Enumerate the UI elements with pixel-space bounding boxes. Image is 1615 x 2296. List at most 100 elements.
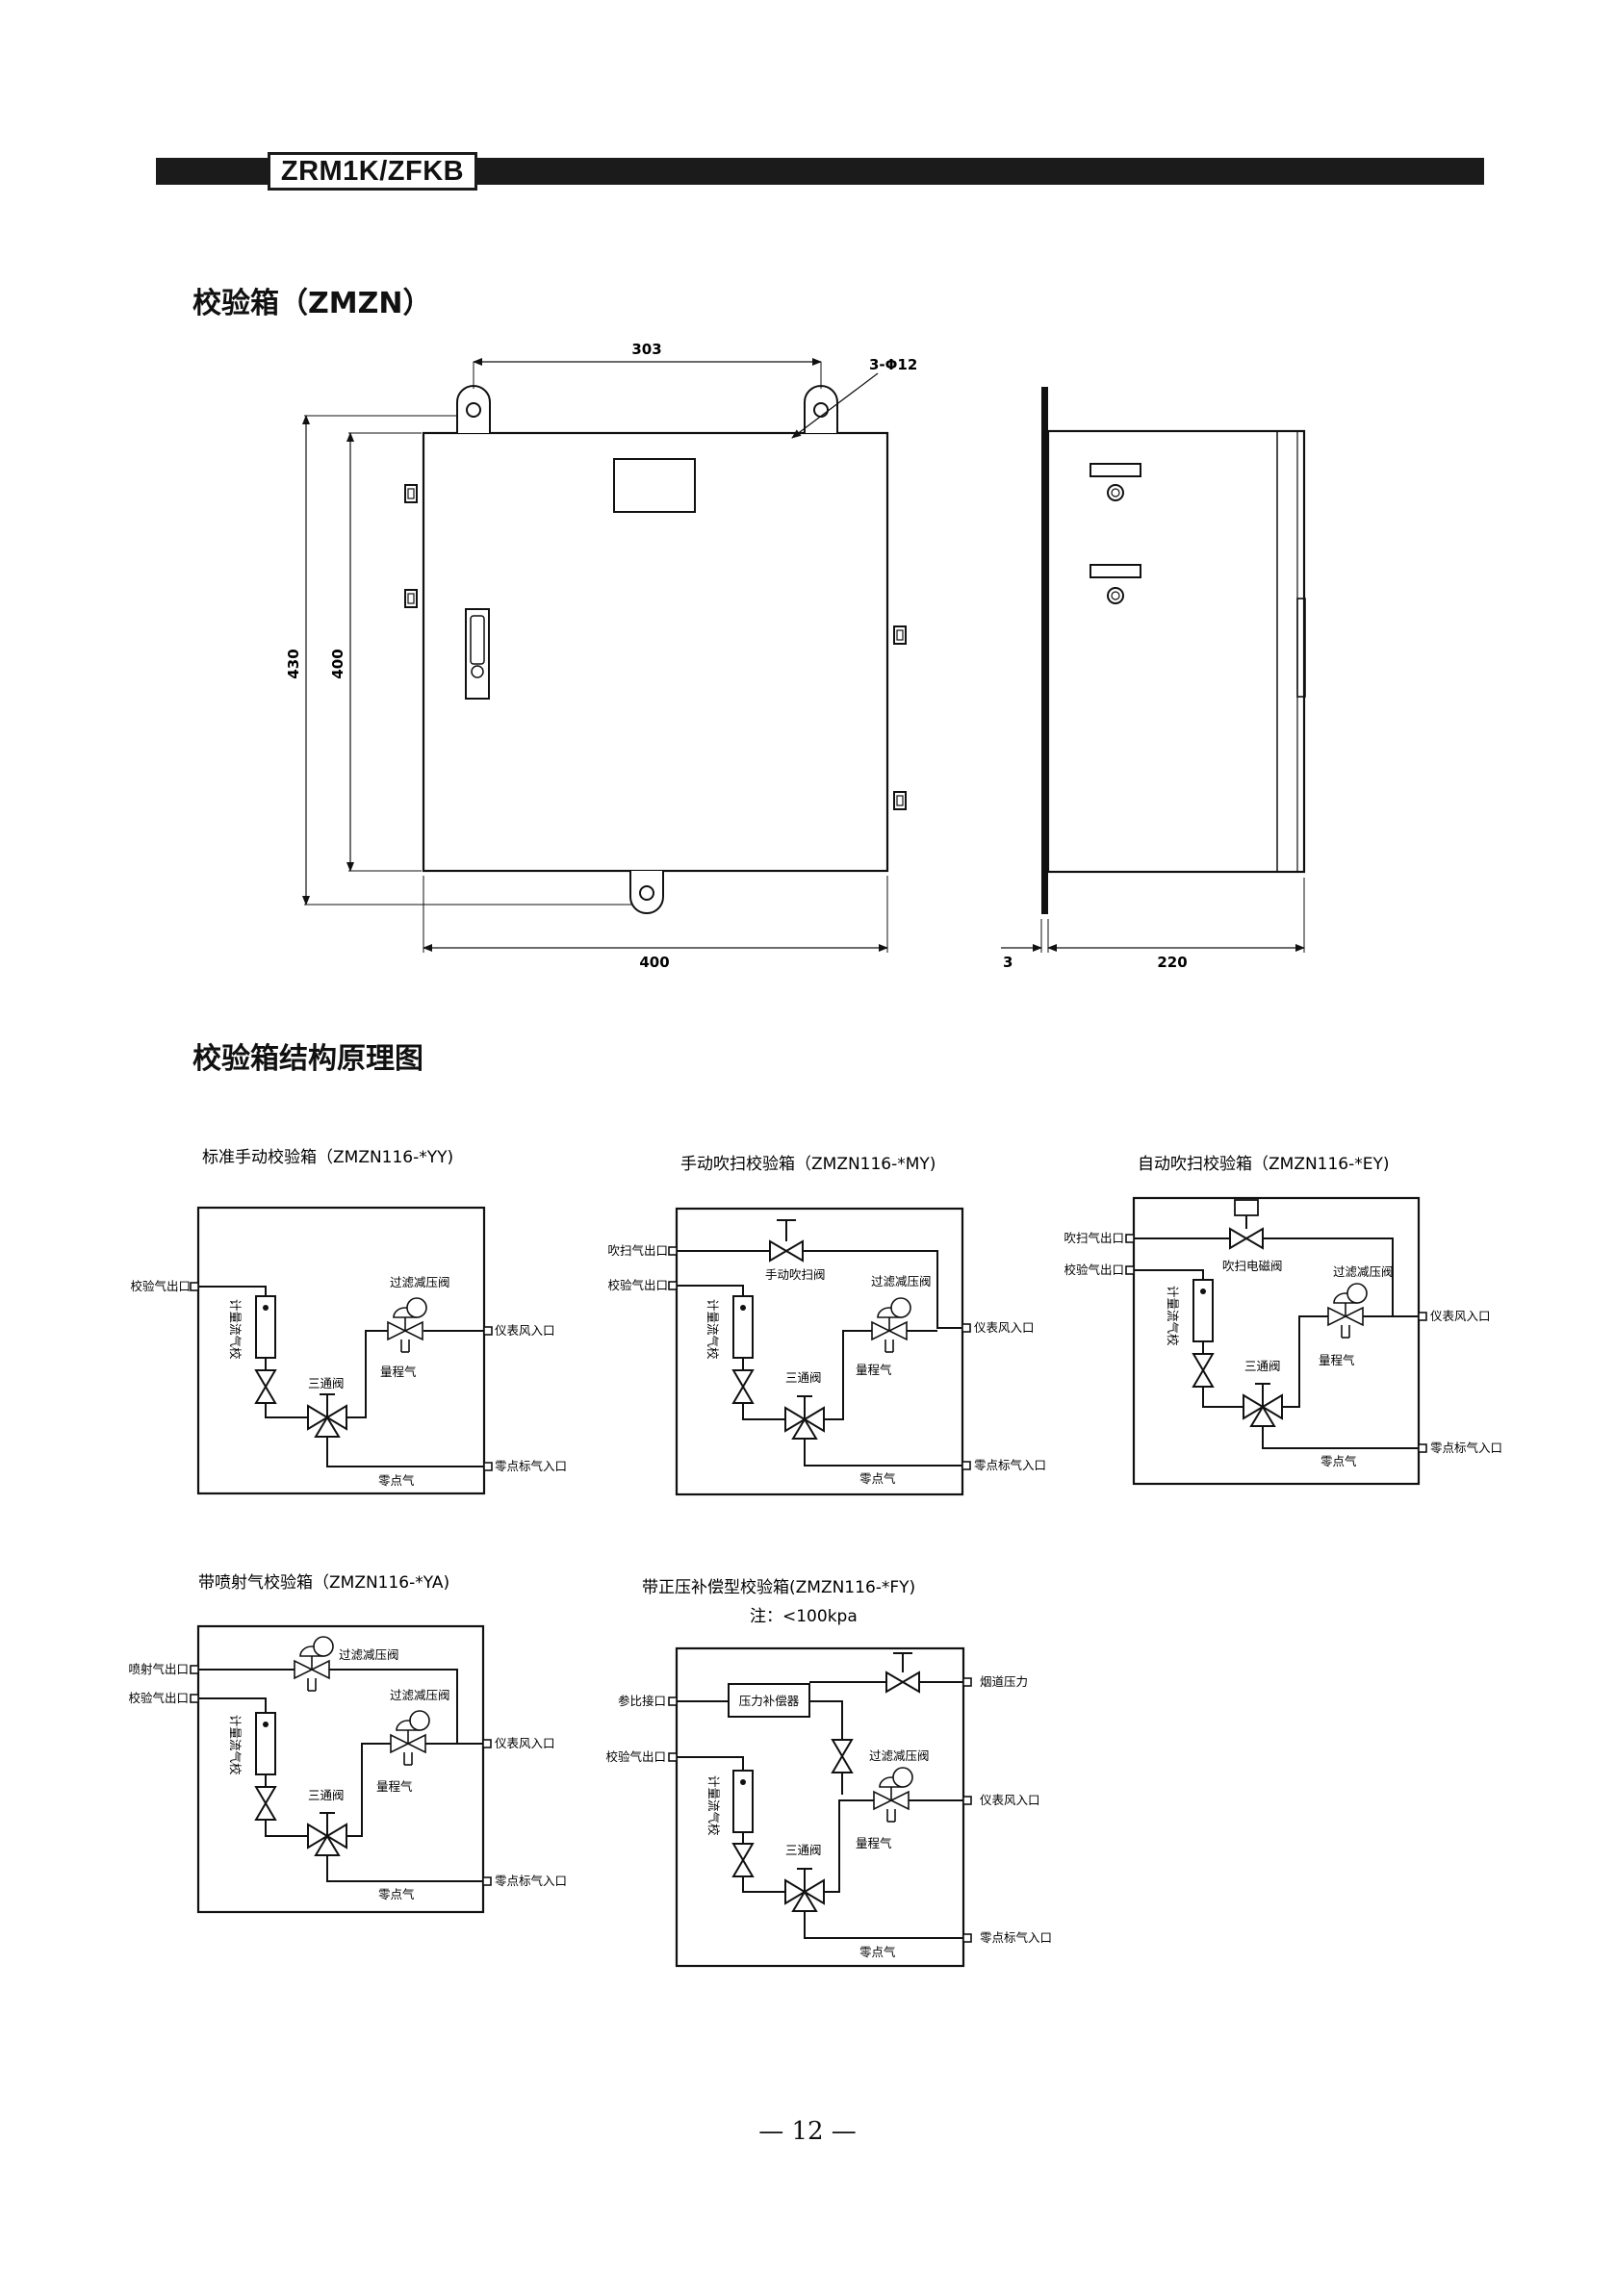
port-icon <box>1125 1265 1135 1275</box>
port-icon <box>1418 1312 1427 1321</box>
port-icon <box>482 1739 492 1748</box>
schematic-label: 校验气出口 <box>128 1691 189 1705</box>
flowmeter-icon <box>1192 1279 1214 1342</box>
needle-valve-icon <box>732 1369 754 1404</box>
pressure-reducing-valve-icon <box>873 1767 913 1823</box>
dim-top-span: 303 <box>631 341 661 358</box>
purge-valve-icon <box>769 1240 804 1262</box>
schematic-label: 吹扫气出口 <box>1064 1231 1124 1245</box>
schematic-label: 三通阀 <box>785 1370 822 1385</box>
dim-inner-height: 400 <box>329 649 346 678</box>
solenoid-valve-icon <box>1229 1228 1264 1249</box>
schematic-label: 零点标气入口 <box>980 1930 1052 1945</box>
schematic-label: 零点标气入口 <box>495 1874 567 1888</box>
schematic-title: 带正压补偿型校验箱(ZMZN116-*FY) <box>642 1578 915 1597</box>
valve-icon <box>885 1671 920 1693</box>
solenoid-icon <box>1234 1199 1259 1216</box>
schematic-label: 量程气 <box>1319 1353 1355 1367</box>
schematic-label: 喷射气出口 <box>128 1662 189 1676</box>
valve-icon <box>832 1739 853 1773</box>
schematic-label: 仪表风入口 <box>495 1323 555 1338</box>
dim-side-gap: 3 <box>1003 954 1013 971</box>
pressure-reducing-valve-icon <box>1327 1283 1368 1339</box>
door-handle <box>465 608 490 700</box>
lug-top-left <box>456 385 491 433</box>
three-way-valve-icon <box>307 1393 347 1438</box>
mounting-plate <box>1041 387 1048 914</box>
schematic-title: 标准手动校验箱（ZMZN116-*YY) <box>202 1148 453 1167</box>
schematic-label: 零点气 <box>378 1473 415 1488</box>
needle-valve-icon <box>255 1786 276 1821</box>
schematic-standard-manual: 标准手动校验箱（ZMZN116-*YY) 校验气出口 仪表风入口 零点标气入口 … <box>130 1148 567 1495</box>
cabinet-front <box>422 431 889 873</box>
model-label: ZRM1K/ZFKB <box>268 152 477 191</box>
side-view <box>1001 387 1306 953</box>
port-icon <box>961 1461 971 1470</box>
schematic-label: 校验气出口 <box>1064 1263 1124 1277</box>
needle-valve-icon <box>1192 1353 1214 1388</box>
schematic-label: 仪表风入口 <box>974 1320 1035 1335</box>
schematic-title: 带喷射气校验箱（ZMZN116-*YA) <box>198 1573 449 1593</box>
three-way-valve-icon <box>784 1395 825 1440</box>
schematic-label: 仪表风入口 <box>980 1793 1040 1807</box>
cable-gland-icon <box>893 791 907 810</box>
needle-valve-icon <box>732 1843 754 1877</box>
schematic-label: 过滤减压阀 <box>869 1748 930 1763</box>
schematic-label: 计量流气校 <box>706 1775 721 1836</box>
cable-gland-icon <box>404 589 418 608</box>
schematic-label: 计量流气校 <box>705 1299 720 1360</box>
flowmeter-icon <box>255 1295 276 1359</box>
schematic-label: 零点气 <box>859 1945 896 1959</box>
port-icon <box>668 1246 678 1256</box>
schematic-positive-pressure: 带正压补偿型校验箱(ZMZN116-*FY) 注：<100kpa 压力补偿器 <box>605 1578 1052 1968</box>
port-icon <box>190 1282 199 1291</box>
lug-bottom <box>629 871 664 914</box>
pressure-reducing-valve-icon <box>871 1297 911 1353</box>
port-icon <box>1418 1443 1427 1453</box>
schematic-label: 过滤减压阀 <box>390 1275 450 1289</box>
schematic-label: 零点标气入口 <box>974 1458 1046 1472</box>
port-icon <box>190 1694 199 1703</box>
schematic-label: 过滤减压阀 <box>339 1647 399 1662</box>
schematic-manual-purge: 手动吹扫校验箱（ZMZN116-*MY) 吹扫气出口 校验气出口 手动吹扫阀 过… <box>607 1155 1046 1496</box>
port-icon <box>962 1796 972 1805</box>
schematic-label: 计量流气校 <box>1166 1286 1180 1346</box>
schematic-label: 过滤减压阀 <box>390 1688 450 1702</box>
cabinet-side <box>1046 429 1306 874</box>
lug-top-right <box>804 385 838 433</box>
port-icon <box>190 1665 199 1674</box>
port-icon <box>1125 1234 1135 1243</box>
cable-gland-icon <box>404 484 418 503</box>
schematic-label: 零点气 <box>1320 1454 1357 1468</box>
schematic-label: 零点标气入口 <box>495 1459 567 1473</box>
schematic-label: 吹扫气出口 <box>607 1243 668 1258</box>
schematic-label: 量程气 <box>856 1836 892 1850</box>
schematic-label: 零点气 <box>859 1471 896 1486</box>
schematic-note: 注：<100kpa <box>750 1607 858 1626</box>
schematic-label: 三通阀 <box>308 1376 345 1390</box>
schematic-label: 烟道压力 <box>980 1674 1028 1689</box>
three-way-valve-icon <box>1243 1383 1283 1427</box>
port-icon <box>482 1876 492 1886</box>
schematic-label: 参比接口 <box>618 1694 666 1708</box>
dim-bottom-width: 400 <box>639 954 669 971</box>
section-title-schematic: 校验箱结构原理图 <box>192 1042 423 1076</box>
pressure-reducing-valve-icon <box>390 1710 430 1766</box>
port-icon <box>961 1323 971 1333</box>
schematic-label: 校验气出口 <box>130 1279 191 1293</box>
cable-gland-icon <box>893 625 907 645</box>
section-title-verification-box: 校验箱（ZMZN） <box>192 287 432 320</box>
port-icon <box>668 1752 678 1762</box>
pressure-reducing-valve-icon <box>387 1297 427 1353</box>
schematic-label: 零点标气入口 <box>1430 1441 1502 1455</box>
dim-holes: 3-Φ12 <box>869 356 917 373</box>
schematic-auto-purge: 自动吹扫校验箱（ZMZN116-*EY) 吹扫气出口 校验气出口 吹扫电磁阀 过… <box>1064 1155 1502 1486</box>
port-icon <box>962 1933 972 1943</box>
schematic-jet-gas: 带喷射气校验箱（ZMZN116-*YA) 喷射气出口 校验气出口 过滤减压阀 过… <box>128 1573 567 1914</box>
schematic-label: 过滤减压阀 <box>871 1274 932 1288</box>
schematic-label: 量程气 <box>376 1779 413 1794</box>
schematic-label: 计量流气校 <box>228 1715 243 1775</box>
schematic-label: 量程气 <box>856 1363 892 1377</box>
dim-side-depth: 220 <box>1157 954 1187 971</box>
